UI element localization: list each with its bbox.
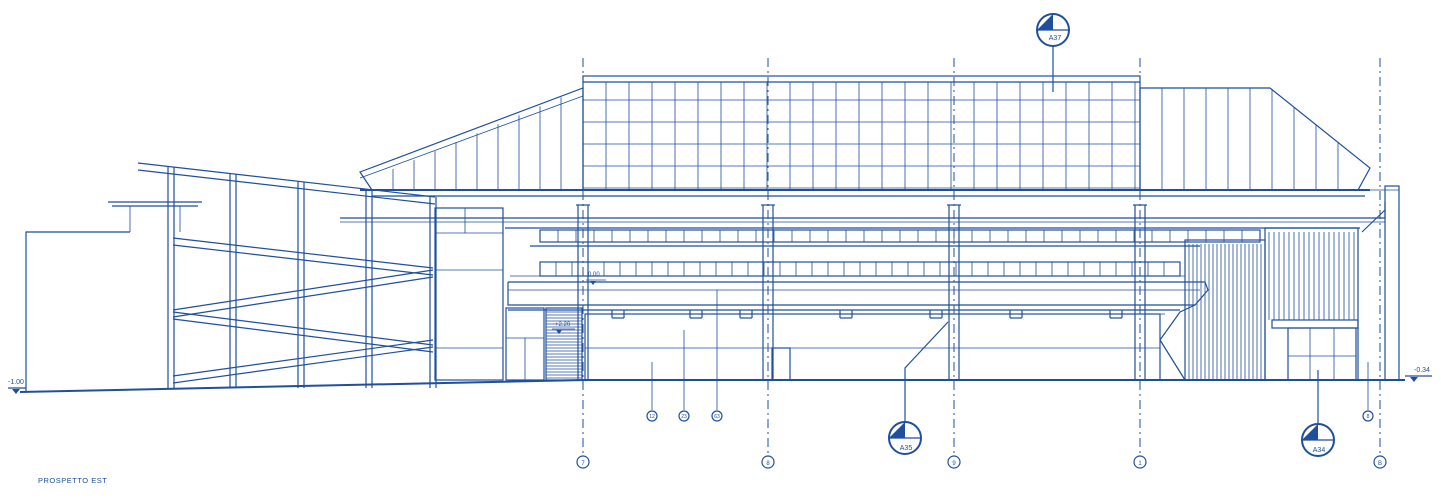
detail-callout-8: 8 (1362, 362, 1374, 422)
main-roof (359, 87, 1371, 197)
detail-callout-12: 12 (646, 362, 658, 422)
ground-line (19, 379, 586, 393)
ground-facade (584, 304, 1196, 381)
axis-label-b: B (1378, 461, 1382, 467)
axis-bubble-7: 7 (576, 455, 590, 469)
grid-axes (576, 58, 1381, 456)
level-label-mid: +2.20 (555, 322, 571, 328)
section-label-a35: A35 (900, 445, 913, 452)
axis-bubble-9: 9 (947, 455, 961, 469)
axis-bubble-b: B (1373, 455, 1387, 469)
axis-bubble-8: 8 (761, 455, 775, 469)
level-label-right: -0.34 (1414, 367, 1430, 374)
level-label-inner: 0.00 (588, 272, 600, 278)
stair-block (434, 207, 583, 381)
left-annex (25, 201, 202, 392)
detail-callout-23: 23 (678, 330, 690, 422)
gallery-cantilever (507, 281, 1209, 319)
drawing-title: PROSPETTO EST (38, 476, 107, 485)
ramp-frame (137, 162, 437, 388)
level-marker-left: -1.00 (8, 379, 26, 394)
detail-callout-63: 63 (711, 290, 723, 422)
callout-label-12: 12 (649, 414, 655, 420)
upper-facade (340, 202, 1386, 277)
callout-label-63: 63 (714, 414, 720, 420)
skylight-glazing (582, 75, 1141, 191)
section-label-a37: A37 (1049, 35, 1062, 42)
level-marker-mid: +2.20 (552, 322, 575, 334)
section-label-a34: A34 (1313, 447, 1326, 454)
level-label-left: -1.00 (8, 379, 24, 386)
section-mark-a37: A37 (1036, 13, 1070, 92)
level-marker-right: -0.34 (1405, 367, 1432, 382)
axis-label-7: 7 (581, 461, 585, 467)
callout-label-23: 23 (681, 414, 687, 420)
callout-label-8: 8 (1367, 414, 1370, 420)
axis-label-8: 8 (766, 461, 770, 467)
section-mark-a34: A34 (1301, 370, 1335, 457)
axis-bubble-1: 1 (1133, 455, 1147, 469)
level-marker-inner: 0.00 (586, 272, 606, 285)
axis-label-9: 9 (952, 461, 956, 467)
axis-label-1: 1 (1138, 461, 1142, 467)
right-block (1184, 185, 1400, 381)
section-mark-a35: A35 (888, 321, 949, 455)
